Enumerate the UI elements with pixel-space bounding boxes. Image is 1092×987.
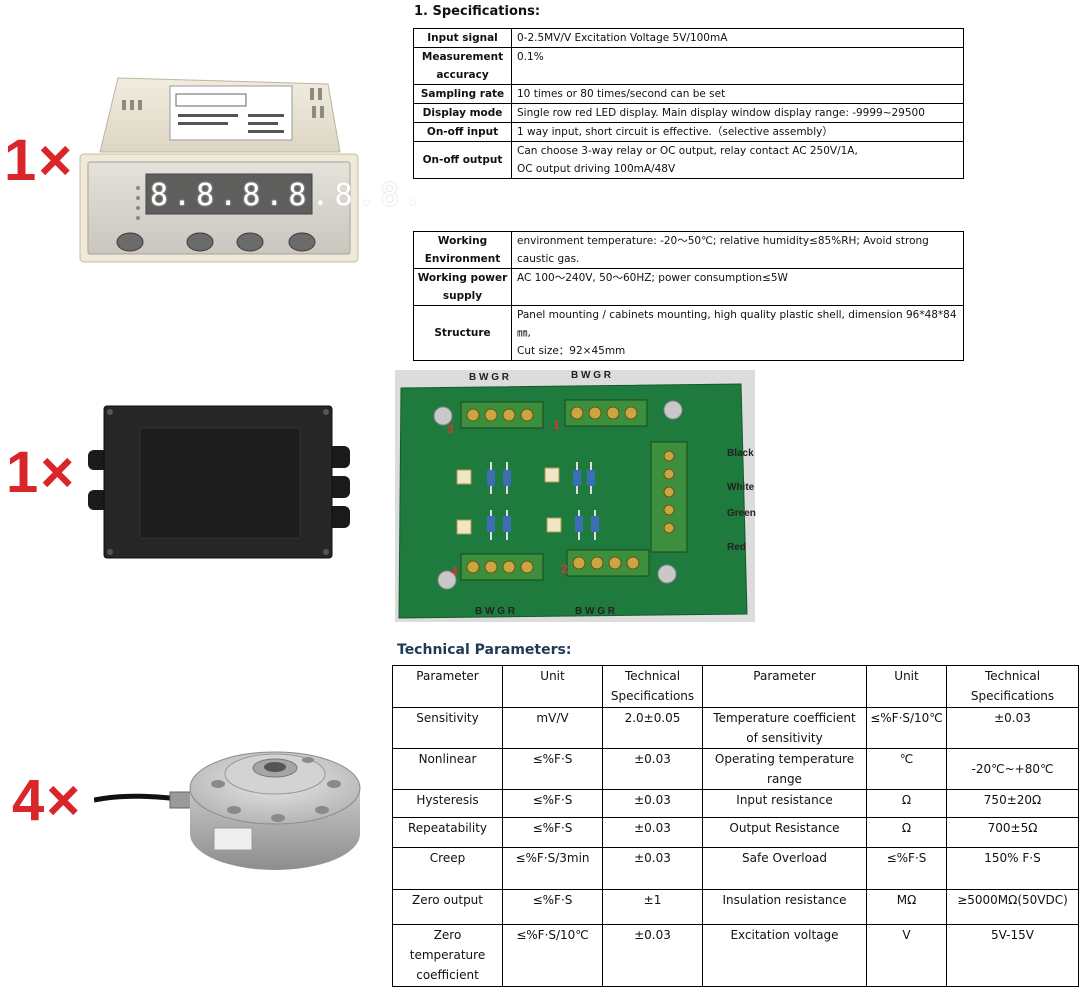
wire-label-green: Green: [727, 508, 756, 519]
specifications-heading: 1. Specifications:: [414, 4, 541, 19]
board-top-left-labels: B W G R: [469, 372, 509, 383]
wire-label-black: Black: [727, 448, 754, 459]
junction-board-image: B W G R B W G R B W G R B W G R Black Wh…: [395, 370, 756, 622]
junction-box-image: [88, 402, 350, 562]
led-digits: 8.8.8.8.8.8.: [150, 178, 427, 213]
table-header-row: Parameter Unit Technical Specifications …: [392, 665, 1079, 708]
display-quantity: 1×: [4, 128, 75, 193]
channel-number-2: 2: [561, 562, 568, 576]
board-bottom-left-labels: B W G R: [475, 606, 515, 617]
channel-number-3: 3: [447, 422, 454, 436]
technical-parameters-heading: Technical Parameters:: [397, 642, 572, 658]
board-top-right-labels: B W G R: [571, 370, 611, 381]
board-bottom-right-labels: B W G R: [575, 606, 615, 617]
column-header: Parameter: [392, 665, 503, 708]
table-row: Zero temperature coefficient≤%F·S/10℃±0.…: [392, 924, 1079, 987]
technical-parameters-table: Parameter Unit Technical Specifications …: [392, 665, 1079, 987]
weighing-display-image: 8.8.8.8.8.8.: [78, 70, 422, 268]
load-cell-quantity: 4×: [12, 768, 83, 833]
wire-label-red: Red: [727, 542, 746, 553]
column-header: Technical Specifications: [602, 665, 703, 708]
load-cell-image: [93, 734, 366, 874]
column-header: Parameter: [702, 665, 867, 708]
channel-number-4: 4: [451, 564, 458, 578]
junction-box-quantity: 1×: [6, 440, 77, 505]
column-header: Technical Specifications: [946, 665, 1079, 708]
column-header: Unit: [866, 665, 947, 708]
column-header: Unit: [502, 665, 603, 708]
wire-label-white: White: [727, 482, 755, 493]
channel-number-1: 1: [553, 418, 560, 432]
